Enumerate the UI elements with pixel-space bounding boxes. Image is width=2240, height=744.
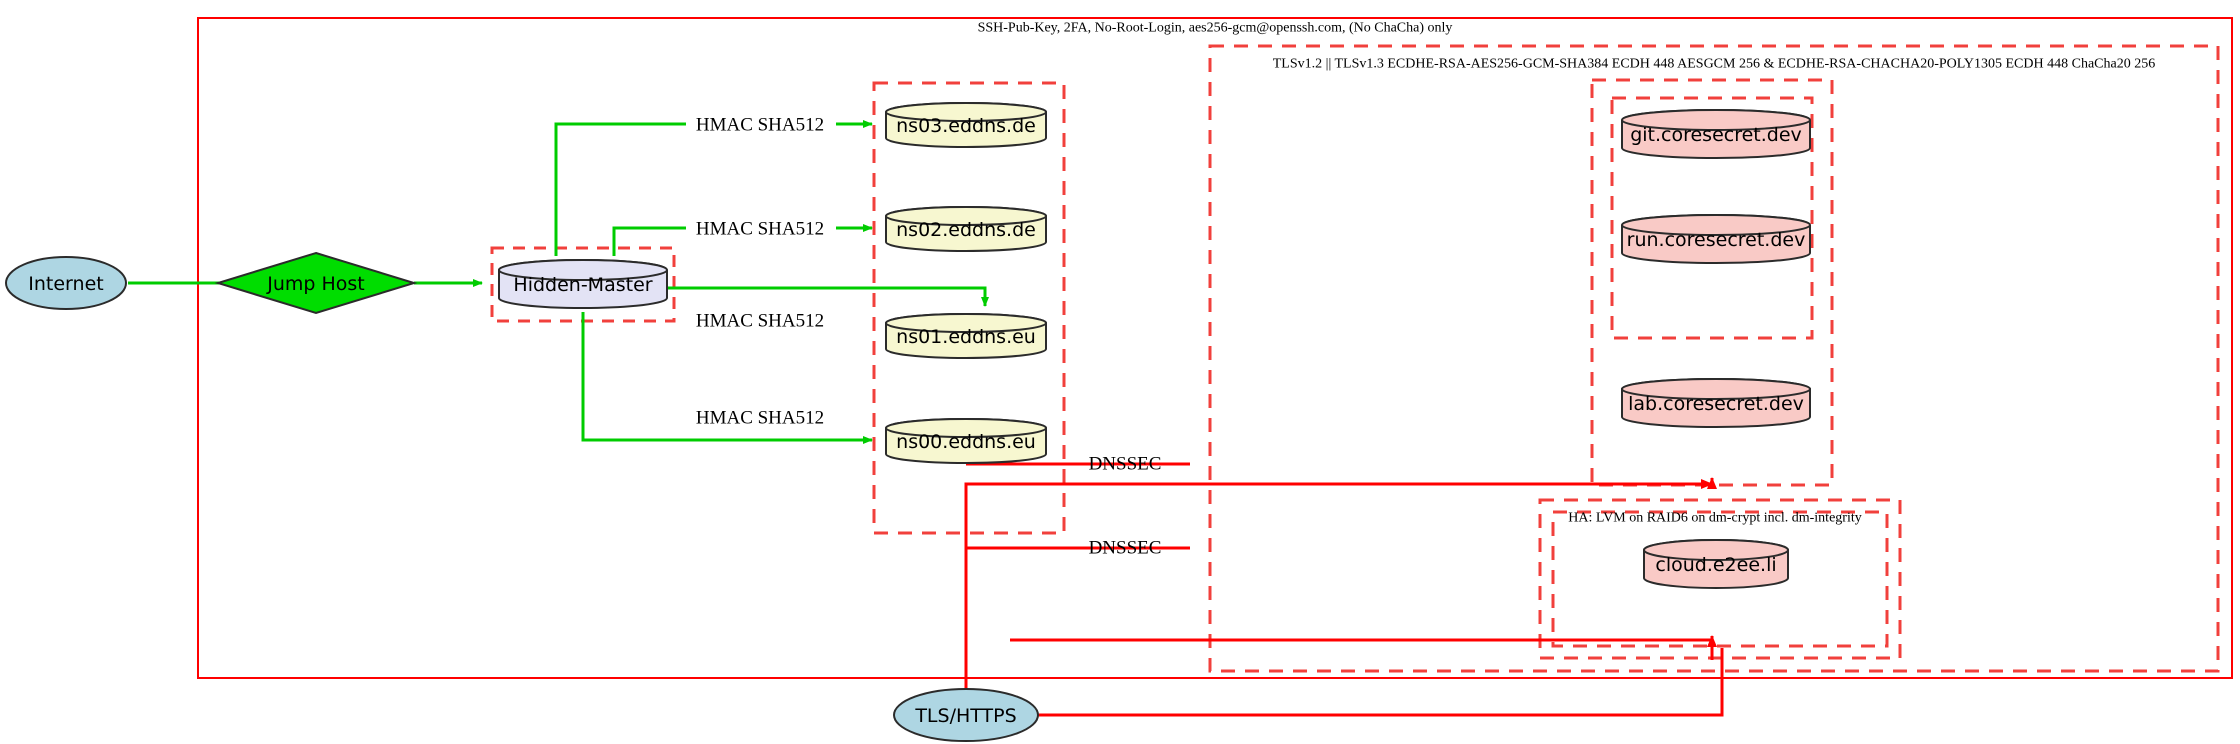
edge-label-dnssec-lower: DNSSEC — [1089, 538, 1162, 559]
cluster-ssh-label: SSH-Pub-Key, 2FA, No-Root-Login, aes256-… — [978, 21, 1453, 36]
node-lab-coresecret[interactable]: lab.coresecret.dev — [1621, 378, 1811, 428]
jump-host-diamond[interactable] — [214, 251, 418, 315]
hidden-master-label: Hidden-Master — [513, 274, 652, 296]
node-internet[interactable]: Internet — [5, 256, 127, 310]
run-label: run.coresecret.dev — [1627, 229, 1806, 251]
ns00-label: ns00.eddns.eu — [896, 431, 1036, 453]
red-edges — [964, 462, 1724, 717]
ns01-cylinder-top — [885, 313, 1047, 333]
git-cylinder-top — [1621, 109, 1811, 131]
ns02-cylinder-top — [885, 206, 1047, 226]
ns00-cylinder-top — [885, 418, 1047, 438]
git-label: git.coresecret.dev — [1630, 124, 1802, 146]
edge-master-to-ns00 — [581, 312, 873, 444]
lab-label: lab.coresecret.dev — [1628, 393, 1804, 415]
run-cylinder-top — [1621, 214, 1811, 236]
lab-cylinder-top — [1621, 378, 1811, 400]
hmac-ns02-bg — [686, 215, 836, 241]
internet-ellipse[interactable] — [5, 256, 127, 310]
cloud-label: cloud.e2ee.li — [1655, 554, 1776, 576]
hmac-ns03-bg — [686, 111, 836, 137]
cluster-ssh-border — [197, 17, 2233, 679]
jump-host-label: Jump Host — [266, 273, 365, 295]
cluster-ha: HA: LVM on RAID6 on dm-crypt incl. dm-in… — [1538, 498, 1902, 660]
ns01-label: ns01.eddns.eu — [896, 326, 1036, 348]
node-ns03[interactable]: ns03.eddns.de — [885, 102, 1047, 148]
tls-https-ellipse[interactable] — [893, 688, 1039, 742]
cluster-tls-border — [1208, 44, 2220, 673]
cluster-coresecret — [1590, 78, 1834, 487]
cloud-cylinder-top — [1643, 539, 1789, 561]
cluster-ha-border — [1538, 498, 1902, 660]
cluster-coresecret-inner-border — [1610, 96, 1814, 340]
cluster-coresecret-border — [1590, 78, 1834, 487]
node-tls-https[interactable]: TLS/HTTPS — [893, 688, 1039, 742]
edge-label-hmac-ns01: HMAC SHA512 — [696, 311, 824, 332]
node-jump-host[interactable]: Jump Host — [214, 251, 418, 315]
internet-label: Internet — [28, 273, 103, 295]
hidden-master-cylinder-top — [498, 259, 668, 281]
tls-https-label: TLS/HTTPS — [914, 705, 1016, 727]
ns03-label: ns03.eddns.de — [896, 115, 1036, 137]
edge-label-hmac-ns00: HMAC SHA512 — [696, 408, 824, 429]
node-hidden-master[interactable]: Hidden-Master — [498, 259, 668, 309]
edge-label-hmac-ns02: HMAC SHA512 — [696, 219, 824, 240]
cluster-tls: TLSv1.2 || TLSv1.3 ECDHE-RSA-AES256-GCM-… — [1208, 44, 2220, 673]
ns03-cylinder-top — [885, 102, 1047, 122]
edge-labels: HMAC SHA512 HMAC SHA512 HMAC SHA512 HMAC… — [686, 111, 1161, 559]
cluster-ha-inner-border — [1551, 510, 1889, 648]
node-run-coresecret[interactable]: run.coresecret.dev — [1621, 214, 1811, 264]
edge-label-dnssec-upper: DNSSEC — [1089, 454, 1162, 475]
cluster-tls-label: TLSv1.2 || TLSv1.3 ECDHE-RSA-AES256-GCM-… — [1273, 57, 2155, 72]
edge-dnssec-upper — [964, 479, 1713, 689]
hmac-ns00-bg — [686, 404, 836, 430]
node-ns00[interactable]: ns00.eddns.eu — [885, 418, 1047, 464]
cluster-ha-label: HA: LVM on RAID6 on dm-crypt incl. dm-in… — [1568, 511, 1861, 526]
node-git-coresecret[interactable]: git.coresecret.dev — [1621, 109, 1811, 159]
edge-master-to-ns01 — [667, 286, 989, 307]
cluster-ssh-outer: SSH-Pub-Key, 2FA, No-Root-Login, aes256-… — [197, 17, 2233, 679]
ns02-label: ns02.eddns.de — [896, 219, 1036, 241]
node-ns02[interactable]: ns02.eddns.de — [885, 206, 1047, 252]
node-cloud-e2ee[interactable]: cloud.e2ee.li — [1643, 539, 1789, 589]
edge-tls-to-cloud — [1038, 648, 1724, 717]
edge-label-hmac-ns03: HMAC SHA512 — [696, 115, 824, 136]
cluster-dns — [872, 81, 1066, 535]
node-ns01[interactable]: ns01.eddns.eu — [885, 313, 1047, 359]
cluster-dns-border — [872, 81, 1066, 535]
